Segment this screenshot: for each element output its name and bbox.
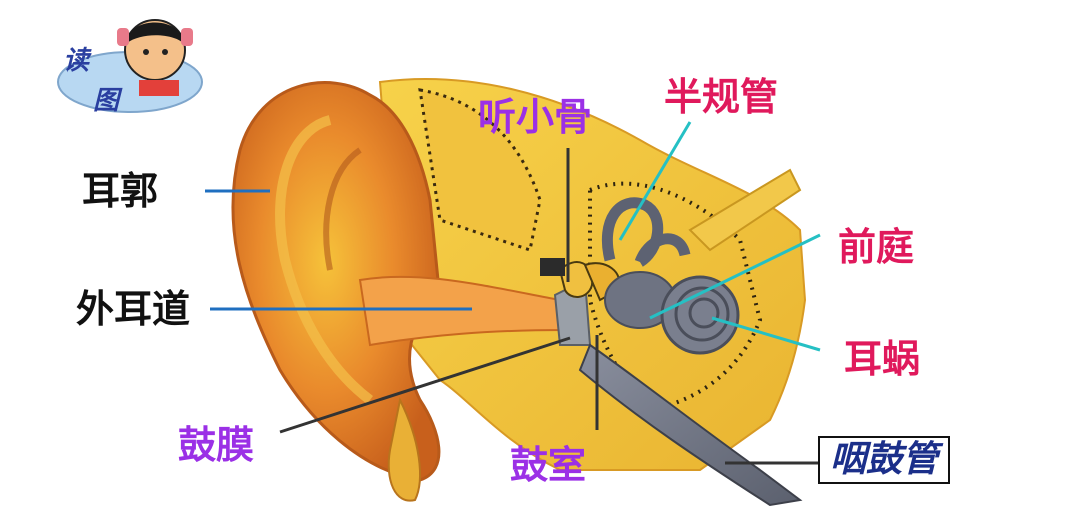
reading-badge: 读 图 (55, 10, 205, 120)
label-waierdao: 外耳道 (76, 290, 190, 328)
label-erkuo: 耳郭 (82, 172, 158, 210)
label-yangu: 咽鼓管 (818, 436, 950, 484)
badge-text-1: 读 (63, 40, 89, 77)
cochlea-shape (662, 277, 738, 353)
label-erwo: 耳蜗 (844, 340, 920, 378)
label-gumo: 鼓膜 (178, 426, 254, 464)
badge-text-2: 图 (93, 80, 119, 117)
label-gushi: 鼓室 (510, 446, 586, 484)
label-qianting: 前庭 (838, 228, 914, 266)
label-tingxiaogu: 听小骨 (478, 98, 592, 136)
label-banguiguan: 半规管 (664, 78, 778, 116)
